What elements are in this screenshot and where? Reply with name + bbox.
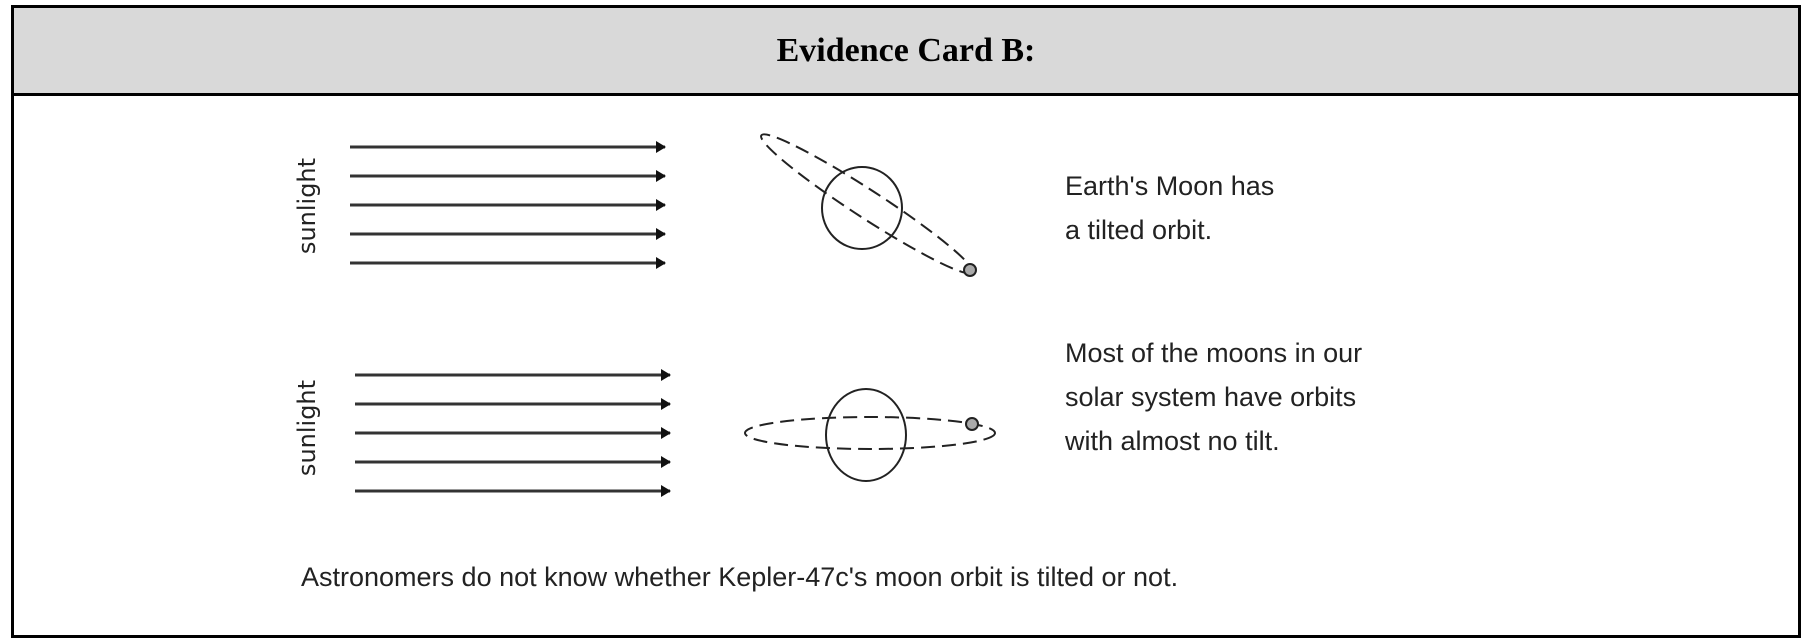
caption-flat: Most of the moons in our solar system ha… bbox=[1065, 331, 1362, 463]
tilted-orbit-path bbox=[760, 133, 974, 275]
moon-dot bbox=[963, 263, 977, 277]
footer-note: Astronomers do not know whether Kepler-4… bbox=[301, 562, 1179, 592]
caption-line: with almost no tilt. bbox=[1065, 426, 1280, 456]
sunlight-arrows-top bbox=[350, 141, 666, 269]
caption-tilted: Earth's Moon has a tilted orbit. bbox=[1065, 164, 1274, 252]
sunlight-label-bottom: sunlight bbox=[293, 379, 321, 477]
sunlight-arrows-bottom bbox=[355, 369, 671, 497]
evidence-card: Evidence Card B: bbox=[11, 5, 1801, 638]
caption-line: solar system have orbits bbox=[1065, 382, 1357, 412]
planet-circle bbox=[825, 388, 907, 482]
flat-orbit-path bbox=[744, 416, 996, 450]
caption-line: Earth's Moon has bbox=[1065, 171, 1275, 201]
card-title: Evidence Card B: bbox=[776, 31, 1036, 69]
planet-circle bbox=[821, 166, 903, 250]
sunlight-label-top: sunlight bbox=[293, 157, 321, 255]
caption-line: Most of the moons in our bbox=[1065, 338, 1363, 368]
caption-line: a tilted orbit. bbox=[1065, 215, 1213, 245]
moon-dot bbox=[965, 417, 979, 431]
tilted-orbit-planet bbox=[760, 133, 977, 277]
card-header: Evidence Card B: bbox=[14, 8, 1798, 96]
flat-orbit-planet bbox=[744, 388, 996, 482]
